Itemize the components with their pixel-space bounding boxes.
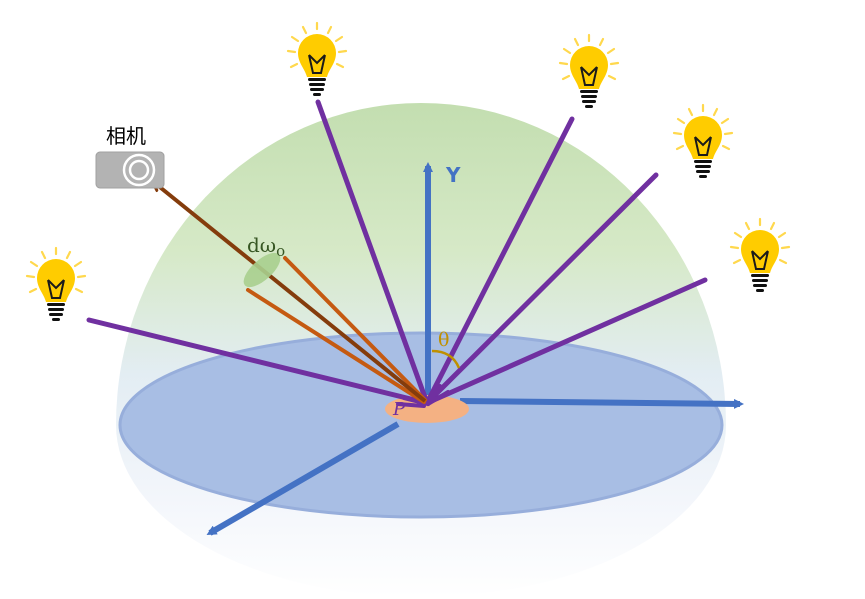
light-bulb-icon xyxy=(25,246,87,323)
light-ray-top xyxy=(315,99,430,406)
outgoing-ray xyxy=(156,184,427,403)
solid-angle-patch xyxy=(243,252,281,288)
light-bulb-icon xyxy=(558,33,620,110)
theta-label: θ xyxy=(438,329,449,351)
z-axis-arrow xyxy=(206,421,400,536)
y-axis-label: Y xyxy=(445,163,461,187)
light-bulb-icon xyxy=(286,21,348,98)
light-ray-far-right xyxy=(424,277,708,406)
camera-label: 相机 xyxy=(106,124,146,148)
camera-icon xyxy=(95,151,165,189)
theta-arc xyxy=(431,349,461,369)
light-bulb-icon xyxy=(672,103,734,180)
solid-angle-label: dωo xyxy=(247,233,285,260)
x-axis-arrow xyxy=(459,398,744,409)
light-bulb-icon xyxy=(729,217,791,294)
point-label: P xyxy=(392,399,406,420)
light-ray-left xyxy=(86,317,430,406)
base-disk xyxy=(118,331,724,519)
cone-edge-upper xyxy=(283,256,427,402)
surface-patch xyxy=(385,395,469,423)
light-ray-right xyxy=(424,172,659,406)
cone-edge-lower xyxy=(246,288,426,404)
